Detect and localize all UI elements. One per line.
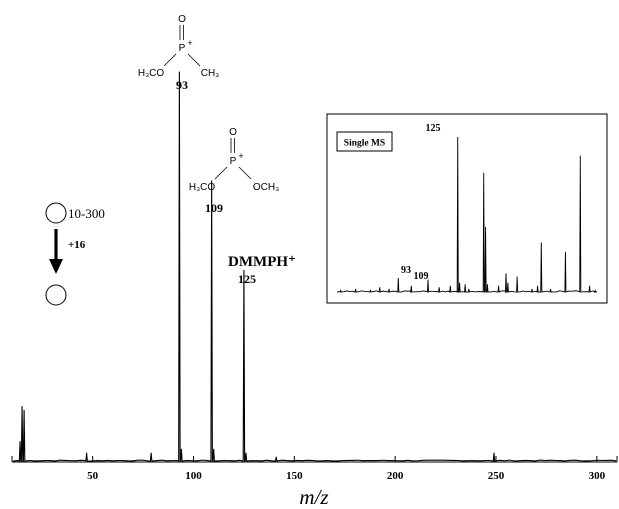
inset-title: Single MS (344, 139, 385, 149)
structure-109-bond-right (238, 166, 252, 180)
x-tick-label-150: 150 (286, 470, 303, 482)
x-tick-label-250: 250 (488, 470, 505, 482)
inset-spectrum-trace (336, 136, 597, 294)
structure-109-phosphorus: P (230, 156, 237, 167)
structure-109-left-group: H₃CO (189, 182, 216, 193)
structure-109-oxygen: O (229, 127, 237, 138)
structure-93-right-group: CH₃ (201, 68, 220, 79)
scheme-scan-range: 10-300 (68, 206, 105, 221)
x-tick-label-50: 50 (87, 470, 99, 482)
inset-title-box (336, 131, 393, 152)
scheme-shift: +16 (68, 239, 86, 251)
inset-peak-label-109: 109 (414, 271, 429, 282)
structure-109-right-group: OCH₃ (253, 182, 279, 193)
x-tick-label-200: 200 (387, 470, 404, 482)
x-tick-label-300: 300 (589, 470, 606, 482)
inset-peak-label-125: 125 (426, 123, 441, 134)
structure-93-charge: + (187, 38, 192, 48)
peak-label-125: 125 (238, 272, 256, 286)
structure-93-phosphorus: P (179, 43, 186, 54)
ion-label-dmmph: DMMPH⁺ (228, 254, 296, 270)
spectrum-trace (12, 71, 617, 462)
x-axis-tick-labels: 50 100 150 200 250 300 (87, 470, 605, 482)
scheme-arrow-down-icon (49, 259, 63, 274)
structure-93-left-group: H₃CO (138, 68, 165, 79)
inset-single-ms: Single MS 93 109 125 (326, 113, 608, 304)
structure-109-charge: + (238, 151, 243, 161)
x-tick-label-100: 100 (185, 470, 202, 482)
structure-93: O P + H₃CO CH₃ (138, 14, 219, 79)
structure-93-bond-left (163, 53, 177, 67)
scan-scheme: 10-300 +16 (45, 202, 105, 306)
structure-93-bond-right (187, 53, 201, 67)
structure-109: O P + H₃CO OCH₃ (189, 127, 279, 193)
peak-label-93: 93 (176, 78, 188, 92)
structure-109-bond-left (214, 166, 228, 180)
structure-93-oxygen: O (178, 14, 186, 25)
peak-label-109: 109 (205, 201, 223, 215)
inset-peak-label-93: 93 (401, 265, 411, 276)
scheme-precursor-circle-icon (45, 202, 67, 224)
scheme-product-circle-icon (45, 284, 67, 306)
x-axis-title: m/z (299, 485, 328, 509)
